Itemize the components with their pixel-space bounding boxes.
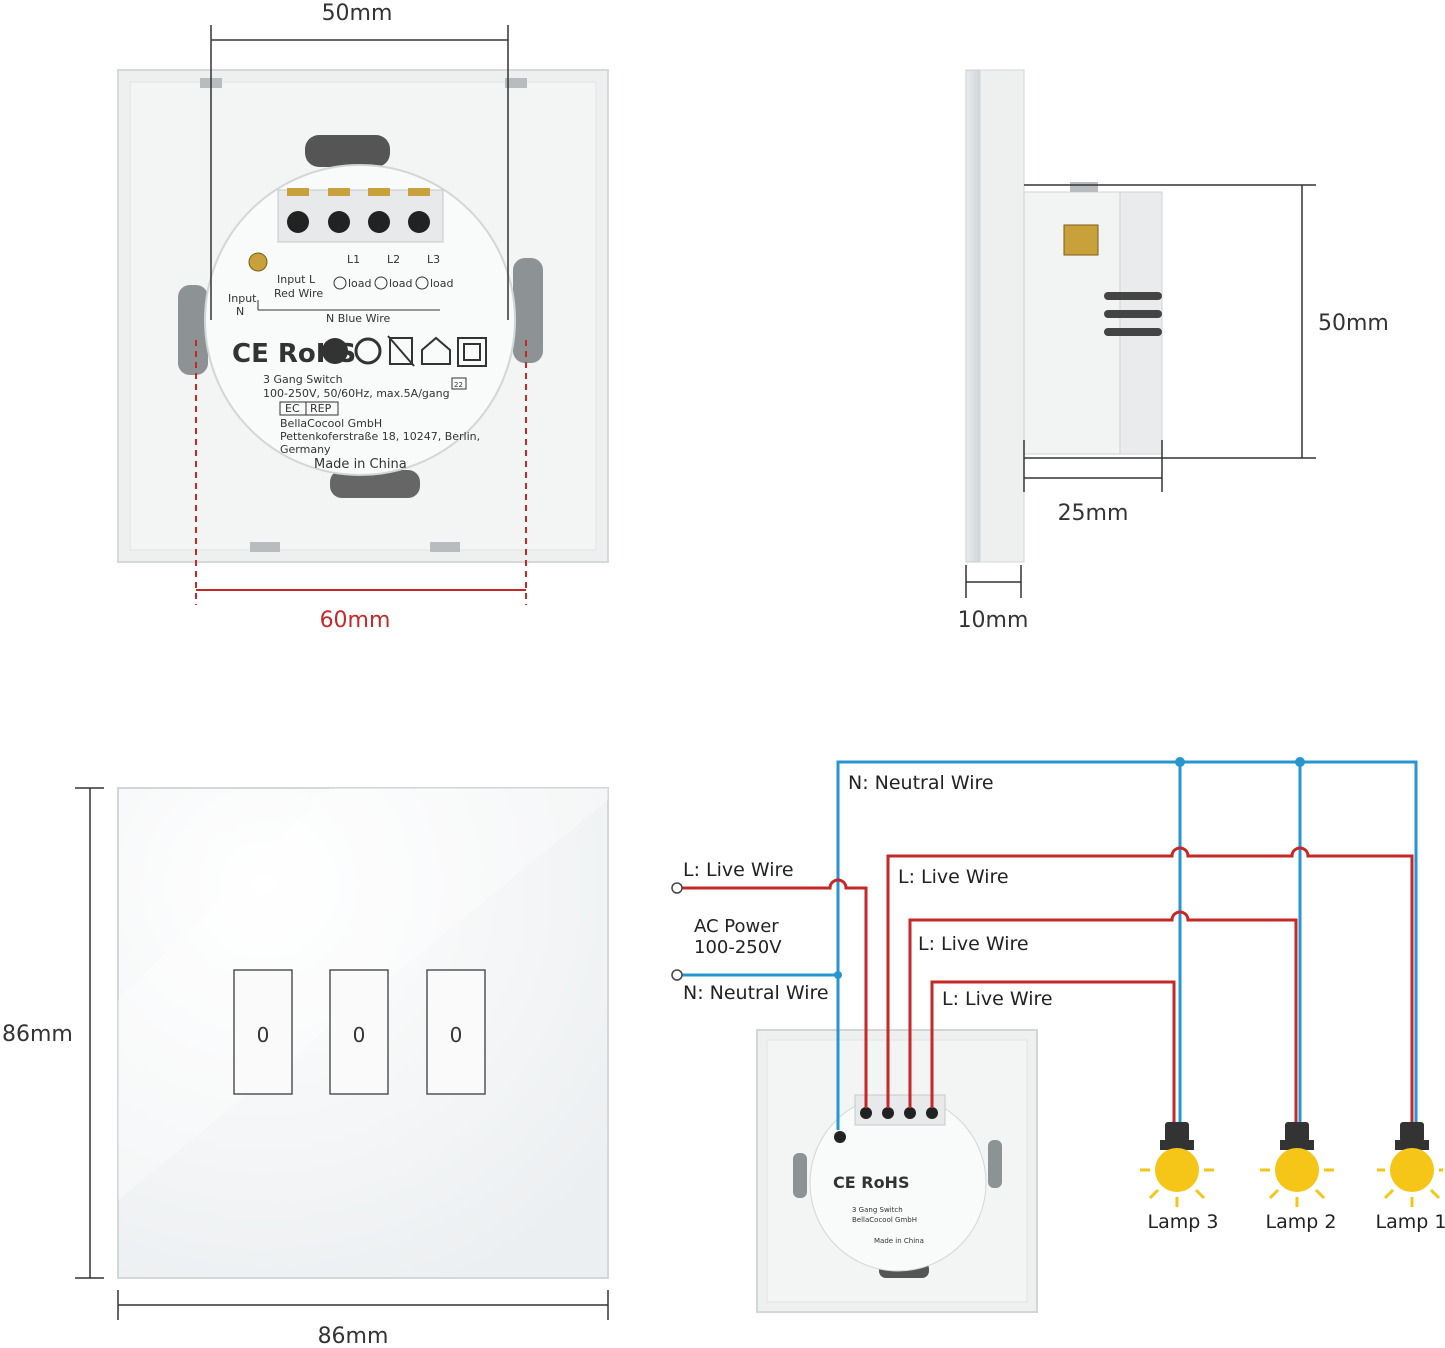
label-neutral-in: N: Neutral Wire [683, 982, 829, 1004]
label-n: N [236, 305, 244, 318]
wiring-diagram: 3 Gang Switch BellaCocool GmbH Made in C… [671, 757, 1445, 1313]
label-rep: REP [310, 402, 332, 415]
button-1-symbol: 0 [257, 1023, 270, 1047]
label-address: Pettenkoferstraße 18, 10247, Berlin, [280, 430, 480, 443]
label-live-in: L: Live Wire [683, 859, 794, 881]
label-neutral-top: N: Neutral Wire [848, 772, 994, 794]
label-ac-power: AC Power [694, 916, 779, 937]
label-made-in: Made in China [314, 457, 407, 472]
cert-icons [322, 335, 487, 367]
dim-side-height: 50mm [1318, 311, 1389, 336]
label-load-3: load [430, 277, 454, 290]
touch-button-2[interactable] [329, 969, 389, 1095]
label-load-1: load [348, 277, 372, 290]
terminal-l2: L2 [387, 253, 400, 266]
mini-company: BellaCocool GmbH [852, 1216, 917, 1224]
terminal-l3: L3 [427, 253, 440, 266]
label-live-3: L: Live Wire [942, 988, 1053, 1010]
mini-cert: CE RoHS [833, 1173, 909, 1192]
label-country: Germany [280, 443, 331, 456]
label-input: Input [228, 292, 257, 305]
label-lamp-3: Lamp 3 [1148, 1211, 1219, 1233]
label-live-2: L: Live Wire [918, 933, 1029, 955]
lamp-3-icon [1140, 1122, 1214, 1207]
label-rating: 100-250V, 50/60Hz, max.5A/gang [263, 387, 450, 400]
lamp-2-icon [1260, 1122, 1334, 1207]
terminal-l1: L1 [347, 253, 360, 266]
dim-screw-spacing: 50mm [322, 1, 393, 26]
label-lamp-1: Lamp 1 [1376, 1211, 1445, 1233]
label-lamp-2: Lamp 2 [1266, 1211, 1337, 1233]
dim-front-width: 86mm [318, 1324, 389, 1348]
label-live-1: L: Live Wire [898, 866, 1009, 888]
button-2-symbol: 0 [353, 1023, 366, 1047]
label-ec: EC [285, 402, 300, 415]
dim-panel-depth: 10mm [958, 608, 1029, 633]
label-product: 3 Gang Switch [263, 373, 343, 386]
dim-front-height: 86mm [2, 1022, 73, 1047]
dim-box-spacing: 60mm [320, 608, 391, 633]
dim-side-depth: 25mm [1058, 501, 1129, 526]
mini-made-in: Made in China [874, 1237, 924, 1245]
mini-product: 3 Gang Switch [852, 1206, 903, 1214]
live-wires [681, 846, 1414, 1122]
label-n-blue: N Blue Wire [326, 312, 391, 325]
label-code: 22 [454, 381, 463, 389]
button-3-symbol: 0 [450, 1023, 463, 1047]
label-ac-range: 100-250V [694, 937, 782, 958]
back-view: L1 L2 L3 Input L Red Wire Input N N Blue… [117, 1, 609, 633]
neutral-wires [681, 760, 1418, 1130]
front-view: 0 0 0 86mm 86mm [2, 787, 609, 1348]
label-company: BellaCocool GmbH [280, 417, 382, 430]
touch-button-3[interactable] [426, 969, 486, 1095]
label-load-2: load [389, 277, 413, 290]
label-input-l: Input L [277, 273, 316, 286]
lamp-1-icon [1377, 1122, 1443, 1207]
touch-button-1[interactable] [233, 969, 293, 1095]
terminal-screws [287, 188, 430, 233]
load-symbols [257, 276, 440, 311]
side-view: 50mm 25mm 10mm [958, 69, 1389, 633]
neutral-junctions [834, 757, 1305, 979]
label-red-wire: Red Wire [274, 287, 323, 300]
